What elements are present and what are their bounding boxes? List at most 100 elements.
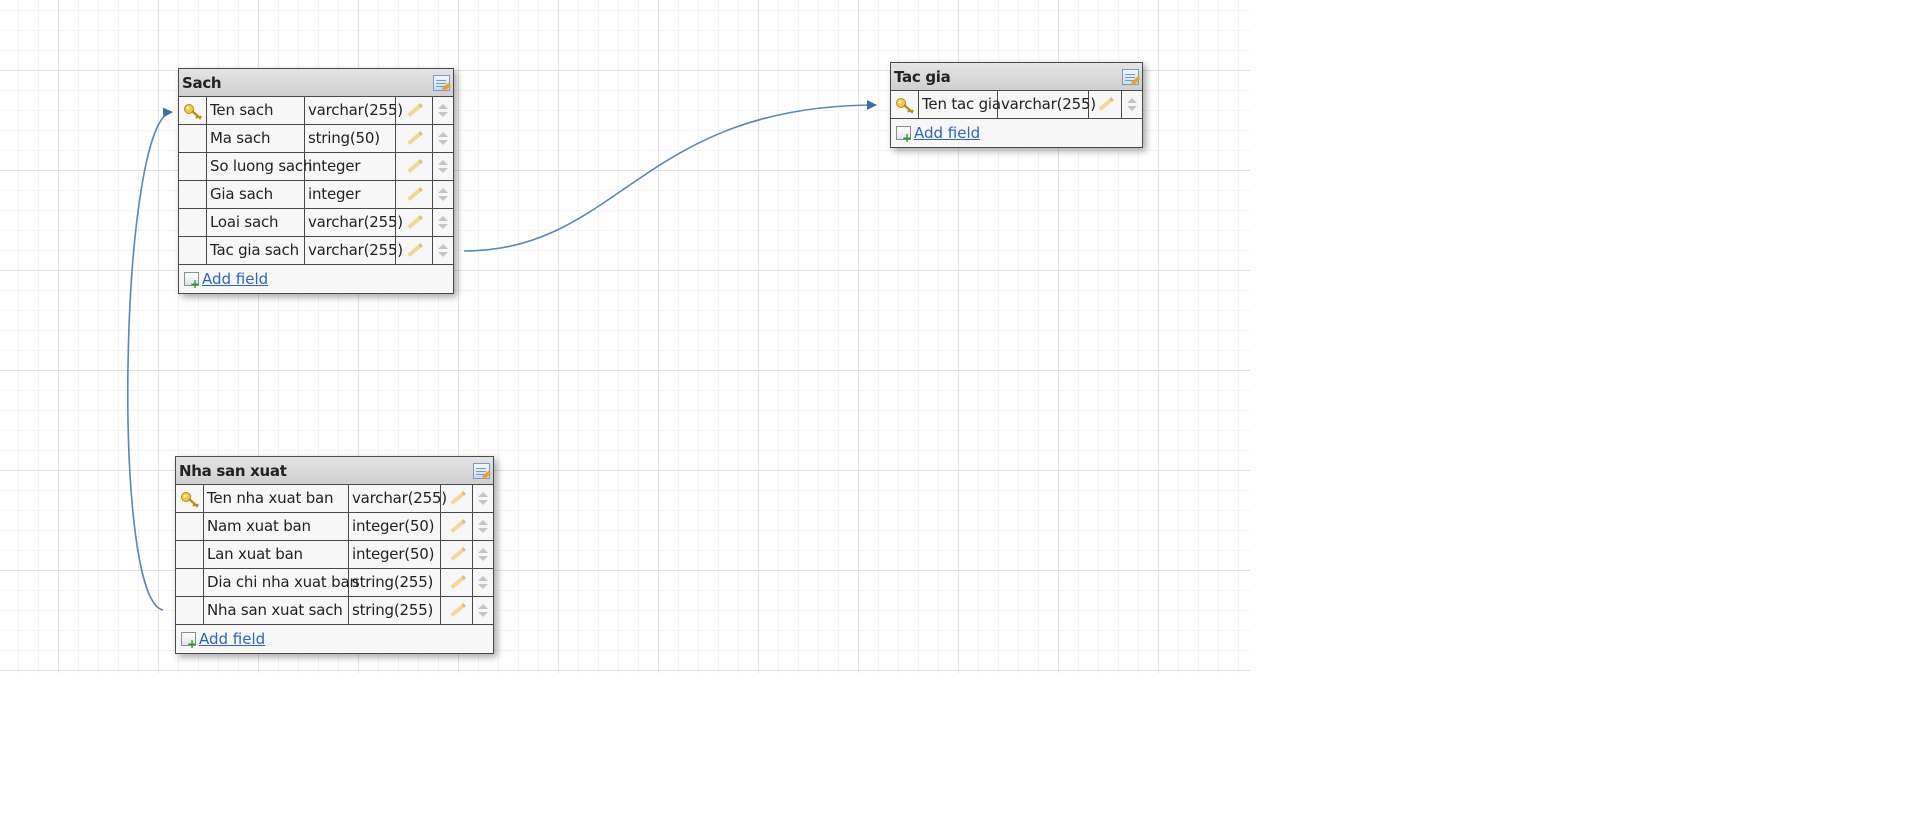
edit-field-cell[interactable] — [396, 153, 433, 180]
move-down-icon[interactable] — [1127, 106, 1137, 111]
field-type[interactable]: varchar(255) — [349, 485, 447, 512]
edit-table-icon[interactable] — [433, 75, 450, 91]
reorder-handle[interactable] — [433, 153, 453, 180]
move-up-icon[interactable] — [478, 548, 488, 553]
pencil-icon[interactable] — [407, 132, 421, 145]
field-name[interactable]: Ma sach — [207, 125, 305, 152]
field-name[interactable]: Tac gia sach — [207, 237, 305, 264]
move-down-icon[interactable] — [438, 112, 448, 117]
reorder-handle[interactable] — [473, 569, 493, 596]
field-type[interactable]: varchar(255) — [305, 237, 403, 264]
move-up-icon[interactable] — [478, 492, 488, 497]
pencil-icon[interactable] — [449, 492, 464, 505]
edit-field-cell[interactable] — [396, 125, 433, 152]
move-down-icon[interactable] — [438, 140, 448, 145]
edit-field-cell[interactable] — [1089, 91, 1122, 118]
pencil-icon[interactable] — [407, 188, 421, 201]
add-field-link[interactable]: Add field — [914, 124, 981, 142]
reorder-handle[interactable] — [473, 541, 493, 568]
move-up-icon[interactable] — [438, 104, 448, 109]
edit-field-cell[interactable] — [396, 237, 433, 264]
pencil-icon[interactable] — [449, 576, 464, 589]
field-name[interactable]: Gia sach — [207, 181, 305, 208]
field-name[interactable]: Lan xuat ban — [204, 541, 349, 568]
field-type[interactable]: varchar(255) — [305, 209, 403, 236]
field-name[interactable]: Ten sach — [207, 97, 305, 124]
field-name[interactable]: Loai sach — [207, 209, 305, 236]
pencil-icon[interactable] — [449, 520, 464, 533]
add-field-icon[interactable] — [896, 126, 912, 144]
pencil-icon[interactable] — [407, 160, 421, 173]
edit-table-icon[interactable] — [1122, 69, 1139, 85]
move-up-icon[interactable] — [478, 520, 488, 525]
add-field-icon[interactable] — [181, 632, 197, 650]
add-field-link[interactable]: Add field — [202, 270, 269, 288]
move-up-icon[interactable] — [478, 576, 488, 581]
move-up-icon[interactable] — [438, 244, 448, 249]
field-type[interactable]: integer — [305, 153, 396, 180]
pencil-icon[interactable] — [449, 548, 464, 561]
reorder-handle[interactable] — [1122, 91, 1142, 118]
field-type[interactable]: varchar(255) — [305, 97, 403, 124]
move-down-icon[interactable] — [478, 500, 488, 505]
pencil-icon[interactable] — [407, 216, 421, 229]
reorder-handle[interactable] — [433, 97, 453, 124]
reorder-handle[interactable] — [473, 513, 493, 540]
reorder-handle[interactable] — [433, 209, 453, 236]
field-type[interactable]: integer(50) — [349, 513, 441, 540]
edit-field-cell[interactable] — [441, 513, 473, 540]
edit-field-cell[interactable] — [396, 181, 433, 208]
field-type[interactable]: varchar(255) — [998, 91, 1096, 118]
field-name[interactable]: Ten nha xuat ban — [204, 485, 349, 512]
field-type[interactable]: integer — [305, 181, 396, 208]
edit-table-icon[interactable] — [473, 463, 490, 479]
move-up-icon[interactable] — [478, 604, 488, 609]
pencil-icon[interactable] — [1098, 98, 1112, 111]
move-down-icon[interactable] — [438, 168, 448, 173]
pencil-icon[interactable] — [449, 604, 464, 617]
move-up-icon[interactable] — [438, 188, 448, 193]
field-name[interactable]: So luong sach — [207, 153, 312, 180]
add-field-icon[interactable] — [184, 272, 200, 290]
edit-field-cell[interactable] — [441, 597, 473, 624]
move-down-icon[interactable] — [438, 252, 448, 257]
field-type[interactable]: string(50) — [305, 125, 396, 152]
move-down-icon[interactable] — [438, 196, 448, 201]
field-type[interactable]: string(255) — [349, 597, 441, 624]
move-up-icon[interactable] — [438, 216, 448, 221]
field-name[interactable]: Dia chi nha xuat ban — [204, 569, 359, 596]
field-type[interactable]: string(255) — [349, 569, 441, 596]
field-name[interactable]: Nam xuat ban — [204, 513, 349, 540]
field-name[interactable]: Nha san xuat sach — [204, 597, 349, 624]
edit-field-cell[interactable] — [441, 485, 473, 512]
move-down-icon[interactable] — [438, 224, 448, 229]
reorder-handle[interactable] — [473, 597, 493, 624]
pencil-icon[interactable] — [407, 244, 421, 257]
table-header[interactable]: Tac gia — [891, 63, 1142, 91]
move-up-icon[interactable] — [1127, 98, 1137, 103]
reorder-handle[interactable] — [473, 485, 493, 512]
edit-field-cell[interactable] — [441, 569, 473, 596]
move-up-icon[interactable] — [438, 132, 448, 137]
move-up-icon[interactable] — [438, 160, 448, 165]
move-down-icon[interactable] — [478, 528, 488, 533]
move-down-icon[interactable] — [478, 612, 488, 617]
edit-field-cell[interactable] — [441, 541, 473, 568]
move-down-icon[interactable] — [478, 556, 488, 561]
move-down-icon[interactable] — [478, 584, 488, 589]
reorder-handle[interactable] — [433, 237, 453, 264]
reorder-handle[interactable] — [433, 181, 453, 208]
